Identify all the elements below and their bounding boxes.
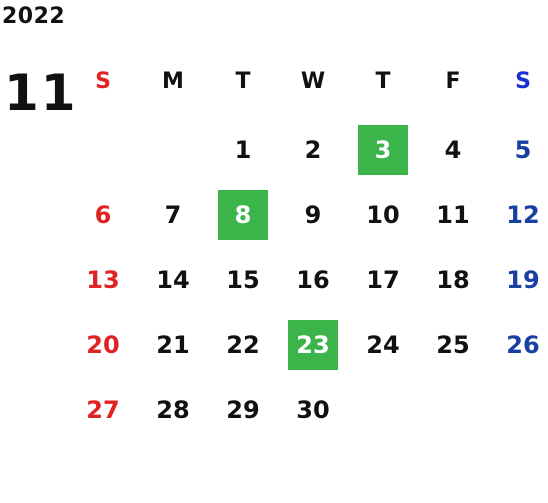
highlighted-day-number: 23: [288, 320, 338, 370]
day-number: 9: [304, 201, 322, 229]
day-number: 24: [366, 331, 400, 359]
day-number: 5: [514, 136, 532, 164]
day-cell-sat[interactable]: 5: [488, 125, 548, 175]
day-cell-sun[interactable]: 20: [68, 320, 138, 370]
week-row: 6 7 8 9 10 11 12: [68, 190, 548, 240]
day-number: 30: [296, 396, 330, 424]
day-cell-mon[interactable]: 14: [138, 255, 208, 305]
weekday-mon: M: [162, 68, 184, 94]
day-number: 18: [436, 266, 470, 294]
day-cell-thu[interactable]: 10: [348, 190, 418, 240]
day-cell-tue[interactable]: 15: [208, 255, 278, 305]
day-number: 28: [156, 396, 190, 424]
day-cell-mon[interactable]: 7: [138, 190, 208, 240]
day-cell-fri: [418, 385, 488, 435]
day-cell-mon[interactable]: 21: [138, 320, 208, 370]
highlighted-day-number: 3: [358, 125, 408, 175]
day-cell-fri[interactable]: 25: [418, 320, 488, 370]
day-cell-fri[interactable]: 18: [418, 255, 488, 305]
day-cell-fri[interactable]: 4: [418, 125, 488, 175]
day-cell-fri[interactable]: 11: [418, 190, 488, 240]
day-cell-thu[interactable]: 17: [348, 255, 418, 305]
day-cell-tue[interactable]: 8: [208, 190, 278, 240]
day-cell-tue[interactable]: 1: [208, 125, 278, 175]
day-number: 1: [234, 136, 252, 164]
day-cell-sun[interactable]: 27: [68, 385, 138, 435]
weekday-wed: W: [300, 68, 326, 94]
day-cell-sat: [488, 385, 548, 435]
day-number: 26: [506, 331, 540, 359]
day-number: 29: [226, 396, 260, 424]
month-number: 11: [4, 64, 78, 122]
weekday-fri: F: [445, 68, 461, 94]
weekday-thu: T: [375, 68, 391, 94]
day-cell-wed[interactable]: 9: [278, 190, 348, 240]
weekday-tue: T: [235, 68, 251, 94]
day-cell-thu[interactable]: 3: [348, 125, 418, 175]
day-number: 11: [436, 201, 470, 229]
day-cell-mon[interactable]: 28: [138, 385, 208, 435]
weekday-sun: S: [95, 68, 111, 94]
weekday-header-row: S M T W T F S: [68, 56, 548, 106]
week-row: 13 14 15 16 17 18 19: [68, 255, 548, 305]
day-cell-sat[interactable]: 19: [488, 255, 548, 305]
day-cell-sun[interactable]: 13: [68, 255, 138, 305]
day-cell-thu: [348, 385, 418, 435]
day-cell-wed[interactable]: 16: [278, 255, 348, 305]
day-number: 4: [444, 136, 462, 164]
day-cell-wed[interactable]: 23: [278, 320, 348, 370]
day-number: 17: [366, 266, 400, 294]
day-cell-sun: [68, 125, 138, 175]
week-row: 27 28 29 30: [68, 385, 548, 435]
day-number: 21: [156, 331, 190, 359]
day-number: 16: [296, 266, 330, 294]
day-cell-sat[interactable]: 12: [488, 190, 548, 240]
day-number: 13: [86, 266, 120, 294]
day-number: 7: [164, 201, 182, 229]
week-row: 1 2 3 4 5: [68, 125, 548, 175]
day-number: 12: [506, 201, 540, 229]
day-number: 25: [436, 331, 470, 359]
day-number: 20: [86, 331, 120, 359]
day-cell-thu[interactable]: 24: [348, 320, 418, 370]
day-number: 6: [94, 201, 112, 229]
weekday-sat: S: [515, 68, 531, 94]
day-number: 10: [366, 201, 400, 229]
year-label: 2022: [2, 4, 66, 29]
day-number: 15: [226, 266, 260, 294]
day-number: 27: [86, 396, 120, 424]
day-number: 2: [304, 136, 322, 164]
day-cell-mon: [138, 125, 208, 175]
day-cell-sat[interactable]: 26: [488, 320, 548, 370]
day-cell-sun[interactable]: 6: [68, 190, 138, 240]
day-number: 19: [506, 266, 540, 294]
day-cell-tue[interactable]: 22: [208, 320, 278, 370]
day-number: 14: [156, 266, 190, 294]
day-cell-tue[interactable]: 29: [208, 385, 278, 435]
day-cell-wed[interactable]: 30: [278, 385, 348, 435]
highlighted-day-number: 8: [218, 190, 268, 240]
day-number: 22: [226, 331, 260, 359]
week-row: 20 21 22 23 24 25 26: [68, 320, 548, 370]
day-cell-wed[interactable]: 2: [278, 125, 348, 175]
